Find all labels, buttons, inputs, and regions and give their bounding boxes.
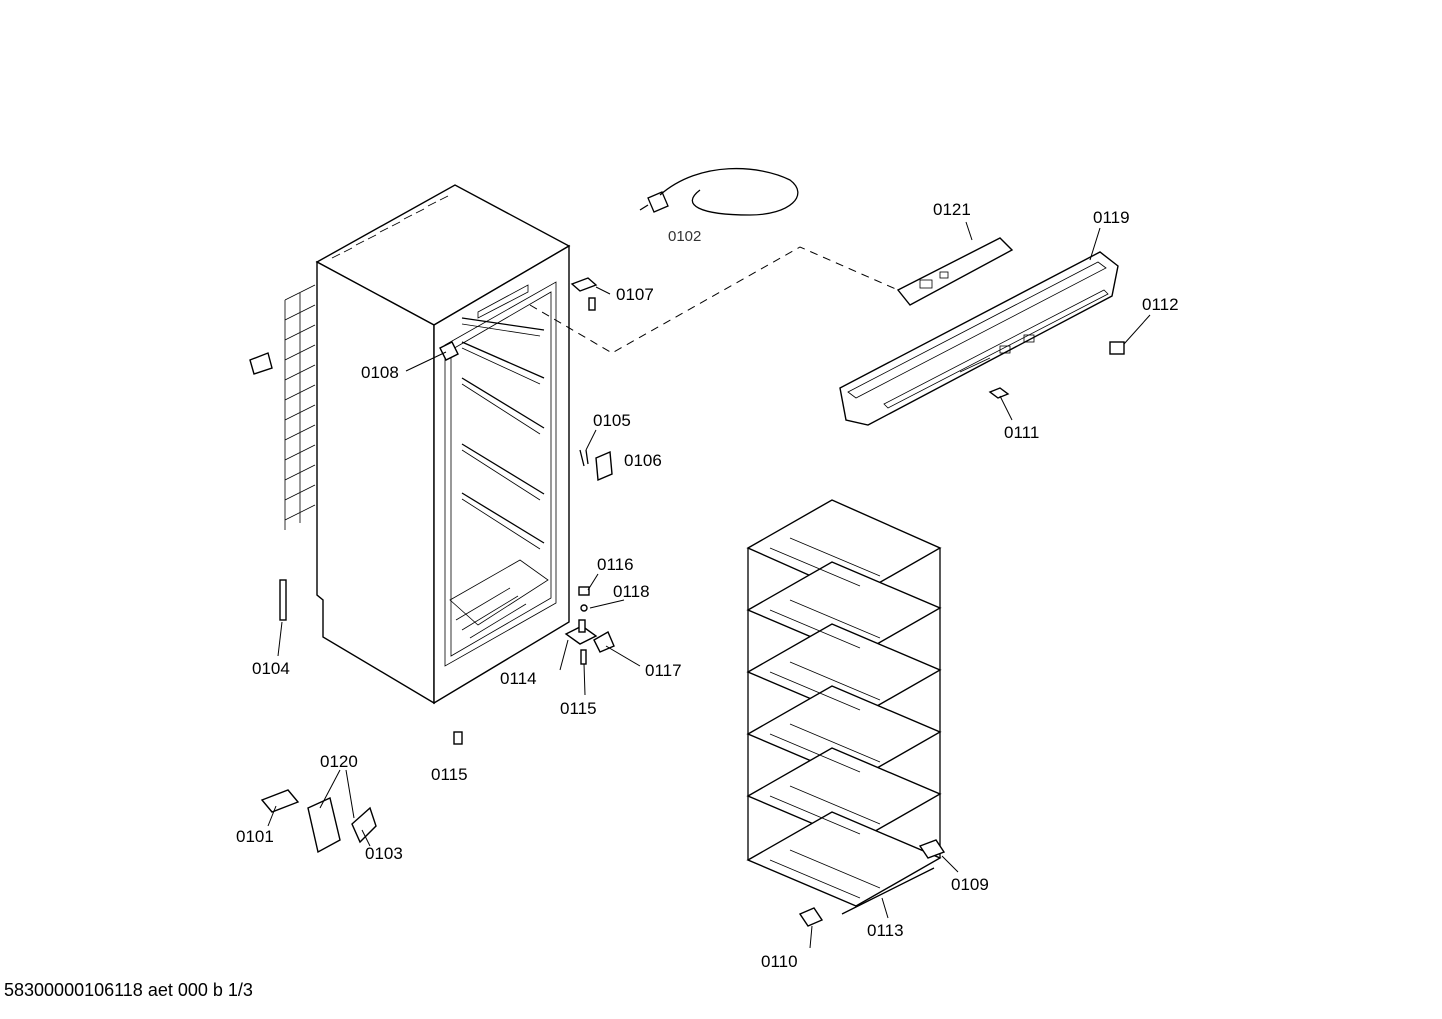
label-0104: 0104 xyxy=(252,659,290,678)
label-0107: 0107 xyxy=(616,285,654,304)
bracket xyxy=(439,341,459,361)
label-0108: 0108 xyxy=(361,363,399,382)
label-0101: 0101 xyxy=(236,827,274,846)
fan-blade xyxy=(351,806,377,844)
power-cord xyxy=(639,167,799,216)
knob xyxy=(1109,341,1125,355)
screw xyxy=(453,731,463,745)
label-0102: 0102 xyxy=(668,228,701,245)
front-rail xyxy=(841,867,935,915)
leader-lines xyxy=(267,221,1151,949)
label-0112: 0112 xyxy=(1142,295,1179,314)
switch-cover xyxy=(595,450,613,482)
relay-starter xyxy=(260,789,300,813)
cabinet-body xyxy=(284,184,571,705)
label-0103: 0103 xyxy=(365,844,403,863)
label-0121: 0121 xyxy=(933,200,971,219)
label-0118: 0118 xyxy=(613,582,650,601)
label-0115-hinge: 0115 xyxy=(560,699,597,718)
label-0106: 0106 xyxy=(624,451,662,470)
fan-motor xyxy=(307,797,341,854)
door-switch xyxy=(579,449,589,467)
bottom-hinge xyxy=(564,586,615,665)
label-0114: 0114 xyxy=(500,669,537,688)
label-0105: 0105 xyxy=(593,411,631,430)
part-labels: 0101 0102 0103 0104 0105 0106 0107 0108 … xyxy=(236,200,1179,971)
label-0110: 0110 xyxy=(761,952,798,971)
label-0113: 0113 xyxy=(867,921,904,940)
control-wire-dashed xyxy=(529,246,899,354)
shelf-holder xyxy=(918,839,946,859)
back-bracket xyxy=(249,352,273,375)
label-0116: 0116 xyxy=(597,555,634,574)
label-0109: 0109 xyxy=(951,875,989,894)
document-code: 58300000106118 aet 000 b 1/3 xyxy=(4,980,253,1000)
top-hinge xyxy=(570,277,598,311)
evaporator-shelves xyxy=(746,499,942,907)
label-0115-screw: 0115 xyxy=(431,765,468,784)
control-panel xyxy=(839,251,1119,426)
label-0111: 0111 xyxy=(1004,423,1039,442)
evaporator-clip xyxy=(798,907,824,927)
label-0119: 0119 xyxy=(1093,208,1130,227)
label-0120: 0120 xyxy=(320,752,358,771)
panel-clip xyxy=(988,387,1010,399)
label-0117: 0117 xyxy=(645,661,682,680)
capillary-sensor xyxy=(279,579,287,621)
control-board xyxy=(896,237,1014,306)
